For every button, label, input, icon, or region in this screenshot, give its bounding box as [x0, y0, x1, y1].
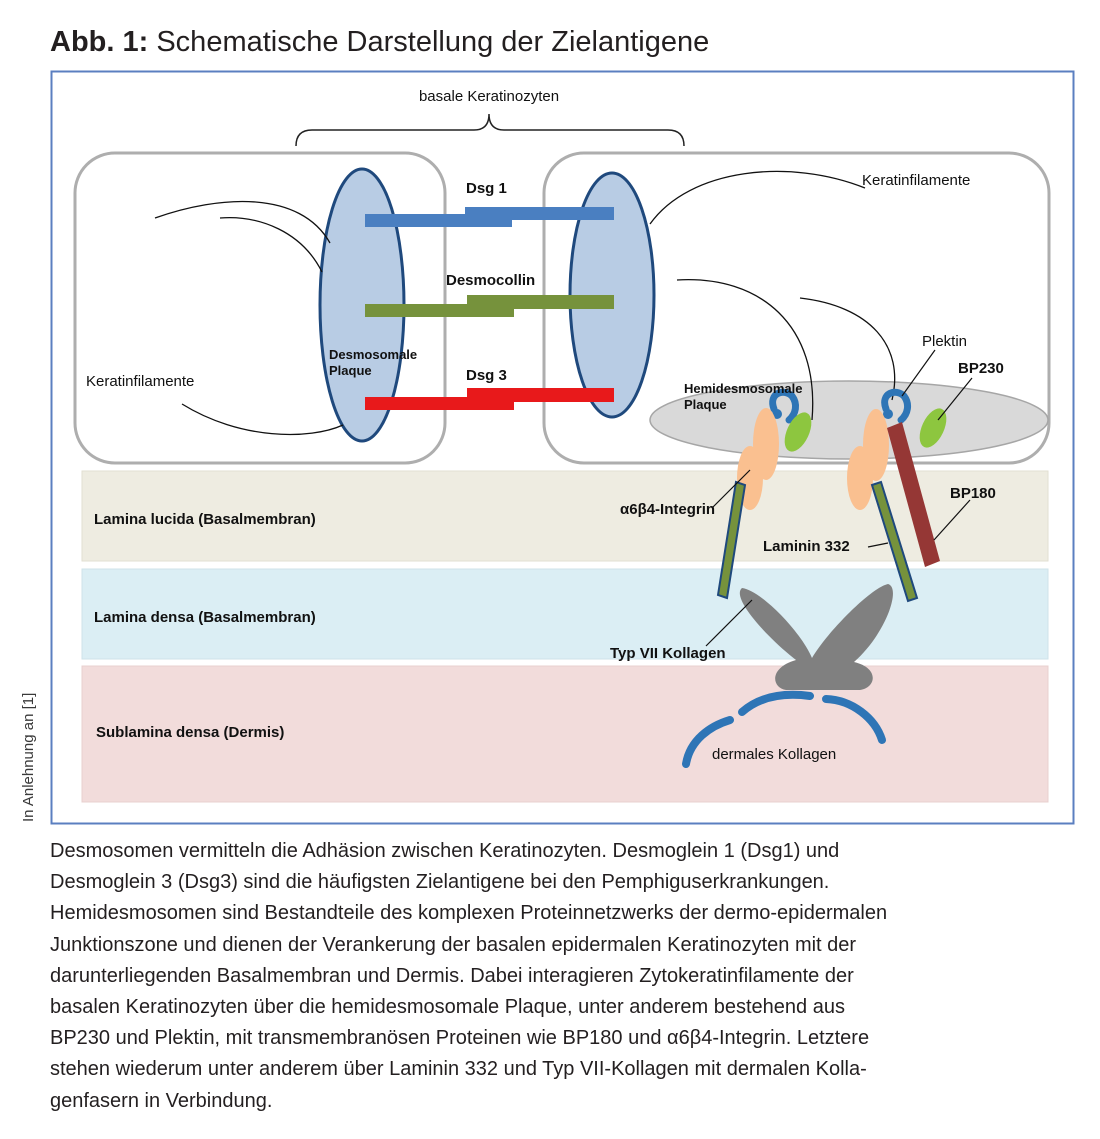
collagen-vii: [739, 584, 893, 690]
bp180-label: BP180: [950, 485, 996, 502]
lamina-densa-label: Lamina densa (Basalmembran): [94, 609, 316, 626]
plektin-hook-left: [769, 388, 800, 424]
keratin-filaments-label-left: Keratinfilamente: [86, 373, 194, 390]
hemidesmosomal-plaque-label: Hemidesmosomale Plaque: [684, 381, 806, 412]
collagen-vii-label: Typ VII Kollagen: [610, 645, 726, 662]
dsg1-bar: [365, 207, 614, 227]
hemidesmosomal-plaque-label-line1: Hemidesmosomale: [684, 381, 803, 396]
hemidesmosomal-plaque: [649, 380, 1049, 460]
plektin-leader: [901, 349, 936, 397]
desmosomal-plaque-label-line1: Desmosomale: [329, 347, 417, 362]
keratin-filament-right-1: [649, 170, 866, 225]
dermal-collagen-upper-right: [822, 695, 886, 744]
integrin-right-b: [847, 446, 873, 510]
laminin-right: [870, 480, 919, 603]
bp230-left: [784, 412, 812, 452]
sublamina-densa-layer: [81, 665, 1049, 803]
integrin-leader: [711, 469, 751, 509]
sublamina-densa-label: Sublamina densa (Dermis): [96, 724, 284, 741]
caption-line: stehen wiederum unter anderem über Lamin…: [50, 1058, 867, 1081]
collagen-vii-leader: [705, 599, 753, 647]
caption-line: Desmosomen vermitteln die Adhäsion zwisc…: [50, 840, 840, 862]
laminin-leader: [867, 542, 889, 548]
source-note: In Anlehnung an [1]: [20, 692, 37, 822]
keratin-filament-left-1: [154, 200, 331, 244]
dsg3-bar: [365, 388, 614, 410]
integrin-label: α6β4-Integrin: [620, 501, 715, 518]
desmocollin-label: Desmocollin: [446, 272, 535, 289]
keratin-filament-left-2: [219, 217, 323, 273]
laminin-label: Laminin 332: [763, 538, 850, 555]
caption-line: basalen Keratinozyten über die hemidesmo…: [50, 996, 845, 1019]
dermal-collagen-lower-left: [682, 716, 734, 768]
plektin-label: Plektin: [922, 333, 967, 350]
cells-bracket: [295, 113, 685, 147]
dsg1-label: Dsg 1: [466, 180, 507, 197]
caption-line: BP230 und Plektin, mit transmembranösen …: [50, 1027, 870, 1050]
dermal-collagen-label: dermales Kollagen: [712, 746, 836, 763]
schematic-diagram: Lamina lucida (Basalmembran) Lamina dens…: [50, 70, 1075, 825]
plektin-hook-right: [881, 388, 912, 424]
caption-line: Hemidesmosomen sind Bestandteile des kom…: [50, 902, 888, 925]
desmosomal-plaque-label-line2: Plaque: [329, 363, 372, 378]
hemidesmosomal-plaque-label-line2: Plaque: [684, 397, 727, 412]
caption-line: Junktionszone und dienen der Verankerung…: [50, 933, 857, 956]
bp180-leader: [933, 499, 971, 541]
dermal-collagen-upper-left: [738, 690, 814, 716]
laminin-left: [716, 480, 747, 600]
keratin-filament-right-2: [676, 279, 814, 421]
keratin-filament-right-3: [799, 297, 896, 401]
figure-caption: Desmosomen vermitteln die Adhäsion zwisc…: [50, 836, 1080, 1117]
caption-line: Desmoglein 3 (Dsg3) sind die häufigsten …: [50, 871, 830, 894]
bp230-leader: [937, 377, 973, 421]
figure-title: Abb. 1: Schematische Darstellung der Zie…: [50, 22, 709, 62]
lamina-lucida-label: Lamina lucida (Basalmembran): [94, 511, 316, 528]
dsg3-label: Dsg 3: [466, 367, 507, 384]
keratin-filaments-label-right: Keratinfilamente: [862, 172, 970, 189]
figure-frame: [50, 70, 1075, 825]
bp180: [887, 422, 940, 567]
basal-keratinocytes-label: basale Keratinozyten: [419, 88, 559, 105]
caption-line: darunterliegenden Basalmembran und Dermi…: [50, 964, 854, 987]
plektin-dot-right: [883, 409, 893, 419]
bp230-label: BP230: [958, 360, 1004, 377]
caption-line: genfasern in Verbindung.: [50, 1089, 273, 1112]
figure-number: Abb. 1:: [50, 26, 149, 58]
figure-title-text: Schematische Darstellung der Zielantigen…: [156, 26, 710, 58]
desmosomal-plaque-label: Desmosomale Plaque: [329, 347, 421, 378]
keratin-filament-left-3: [181, 403, 344, 436]
plektin-dot-left: [772, 409, 782, 419]
desmocollin-bar: [365, 295, 614, 317]
